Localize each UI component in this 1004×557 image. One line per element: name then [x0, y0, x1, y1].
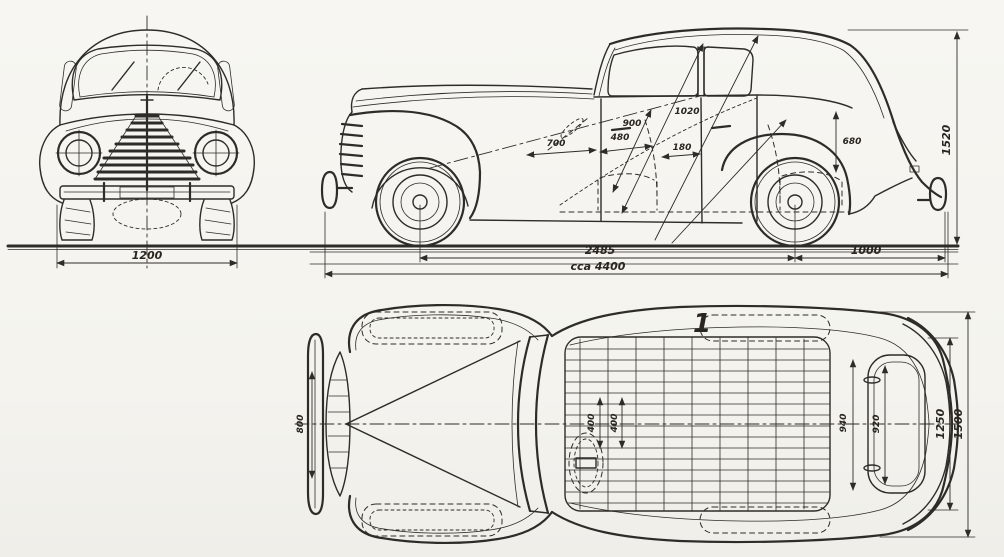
taillight	[909, 165, 920, 173]
side-front-fender	[348, 110, 743, 224]
headlight-housing-bottom	[361, 503, 503, 537]
side-rear-fender	[720, 132, 913, 216]
front-grille	[93, 114, 201, 181]
wiper-left	[111, 61, 135, 91]
front-quarter-windows	[59, 60, 235, 112]
top-front-width-dimension: 800	[296, 371, 316, 479]
side-dim-700: 700	[547, 139, 566, 149]
top-nose	[325, 351, 351, 497]
front-underbody-outline	[112, 198, 182, 230]
side-dim-1020: 1020	[674, 107, 699, 117]
side-dim-overall-length: cca 4400	[571, 260, 626, 273]
top-width-dimensions: 1250 1500	[879, 311, 976, 538]
top-dim-400b: 400	[610, 414, 620, 434]
front-windshield	[71, 44, 223, 101]
headlight-left	[55, 129, 103, 177]
top-view: 1	[294, 303, 976, 545]
top-windshield	[516, 333, 550, 515]
side-dim-900: 900	[623, 119, 642, 129]
side-rear-end	[892, 121, 948, 212]
top-equipment-oval	[568, 432, 604, 494]
hinge-top	[863, 376, 881, 384]
top-dim-1250: 1250	[934, 408, 947, 439]
top-dim-920: 920	[872, 415, 882, 434]
top-hood	[345, 340, 521, 508]
top-front-fenders	[347, 303, 554, 545]
headlight-housing-top	[361, 311, 503, 345]
steering-wheel	[560, 118, 584, 138]
side-interior-dimensions: 700 480 900 1020 180 680	[526, 35, 862, 244]
steering-column	[547, 117, 589, 151]
hinge-bottom	[863, 464, 881, 472]
side-dim-wheelbase: 2485	[585, 244, 616, 257]
top-rear-dimensions: 940 920	[839, 359, 889, 491]
side-dim-180: 180	[673, 143, 692, 153]
side-dim-680: 680	[843, 137, 862, 147]
rear-bumper	[928, 176, 948, 212]
front-view: 1200	[39, 15, 255, 269]
top-dim-400a: 400	[587, 414, 597, 434]
side-roof	[593, 27, 943, 199]
top-dim-1500: 1500	[952, 408, 965, 439]
headlight-right	[192, 129, 240, 177]
front-body	[39, 29, 255, 204]
front-wheels	[59, 198, 235, 241]
side-front-bumper	[320, 170, 354, 210]
side-dim-480: 480	[610, 133, 630, 143]
top-tunnel-dimensions: 400 400	[587, 397, 626, 449]
side-grille	[338, 111, 364, 193]
side-hood	[350, 84, 595, 113]
wiper-sweep-arc	[157, 67, 209, 91]
front-track-dimension: 1200	[56, 204, 238, 269]
side-dim-height: 1520	[940, 124, 953, 155]
front-track-label: 1200	[132, 249, 163, 262]
front-bumper	[59, 181, 235, 203]
license-plate	[119, 186, 175, 199]
side-interior	[429, 95, 851, 213]
top-dim-800: 800	[296, 415, 306, 434]
door-handle-rear	[710, 124, 732, 130]
wiper-right	[177, 61, 201, 91]
side-dim-rear-overhang: 1000	[851, 244, 882, 257]
side-height-dimension: 1520	[847, 29, 969, 245]
top-ribbed-panel	[564, 336, 831, 512]
top-dim-940: 940	[839, 414, 849, 433]
top-rear-window	[863, 354, 926, 494]
side-bottom-dimensions: 2485 1000 cca 4400	[309, 204, 959, 279]
side-view: 700 480 900 1020 180 680 2485	[309, 27, 969, 279]
